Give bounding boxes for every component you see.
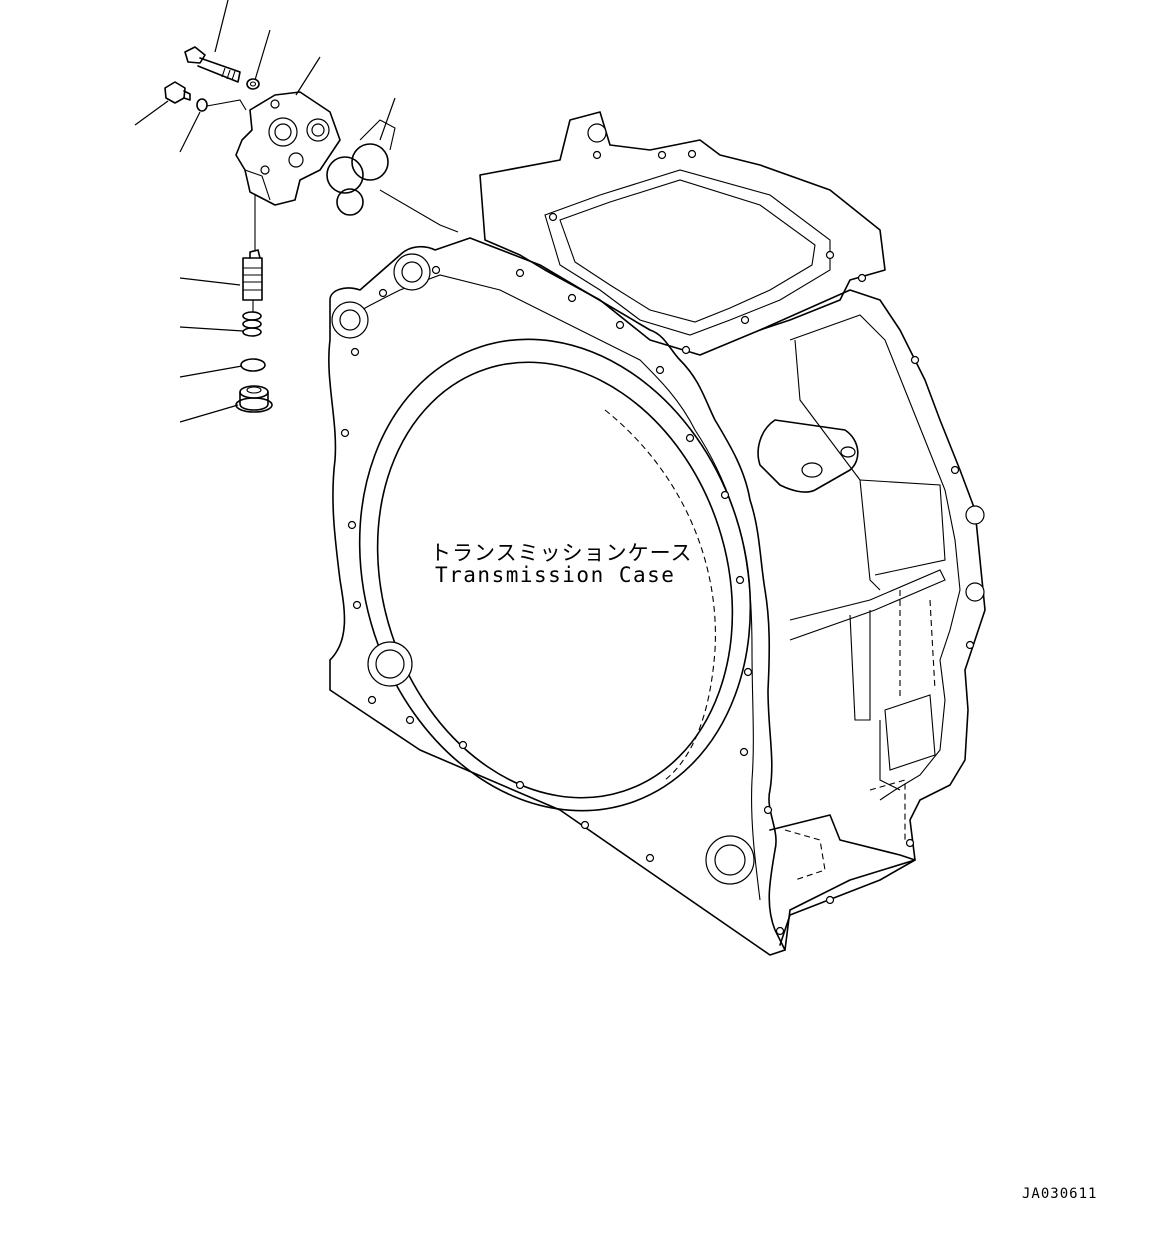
case-hidden-bore <box>604 409 716 781</box>
leader-valve-body <box>295 56 321 96</box>
valve-assembly <box>164 46 459 413</box>
case-rib-2 <box>859 479 946 576</box>
case-rib-6 <box>879 720 901 791</box>
leader-plug <box>134 100 169 126</box>
valve-axis-line <box>206 99 459 312</box>
case-top-window-inner <box>559 179 816 323</box>
case-rib-5 <box>884 694 936 771</box>
leader-spool <box>179 277 241 286</box>
washer-icon <box>246 78 260 90</box>
transmission-case <box>328 111 986 956</box>
case-label-japanese: トランスミッションケース <box>430 541 693 565</box>
leader-washer <box>254 29 271 81</box>
leader-gasket <box>379 97 396 141</box>
plug-lower-icon <box>235 385 273 413</box>
case-front-flange <box>328 237 786 956</box>
case-flange-bolt-holes <box>340 149 975 936</box>
plug-icon <box>164 81 191 104</box>
case-side-boss-hole-1 <box>801 462 823 478</box>
case-top-window <box>544 169 831 336</box>
case-bottom-foot <box>769 814 916 946</box>
o-ring-small-icon <box>196 98 208 112</box>
case-rib-3 <box>789 569 946 641</box>
o-ring-icon <box>240 358 266 372</box>
case-bottom-foot-hidden <box>784 829 826 881</box>
spring-icon <box>242 311 262 337</box>
case-rib-4 <box>849 610 871 721</box>
gasket-icon <box>326 119 396 216</box>
case-main-bore-inner <box>376 361 734 799</box>
leader-plug-lower <box>179 404 239 423</box>
leader-bolt <box>214 0 229 53</box>
case-top-cover <box>479 111 886 356</box>
case-right-body <box>759 289 986 951</box>
case-label-english: Transmission Case <box>435 563 676 587</box>
spool-icon <box>242 249 263 301</box>
case-hidden-rib <box>869 590 936 840</box>
leader-spring <box>179 326 244 332</box>
case-side-boss-hole-2 <box>840 446 856 458</box>
valve-body-icon <box>235 91 341 206</box>
case-flange-bosses <box>331 123 985 885</box>
case-right-body-inner <box>789 314 961 801</box>
drawing-code: JA030611 <box>1022 1186 1098 1202</box>
case-main-bore-outer <box>358 338 752 812</box>
leader-o-ring-small <box>179 111 201 153</box>
leader-o-ring <box>179 365 243 378</box>
bolt-icon <box>184 46 241 83</box>
leader-lines <box>134 0 396 423</box>
case-side-boss <box>757 419 859 493</box>
